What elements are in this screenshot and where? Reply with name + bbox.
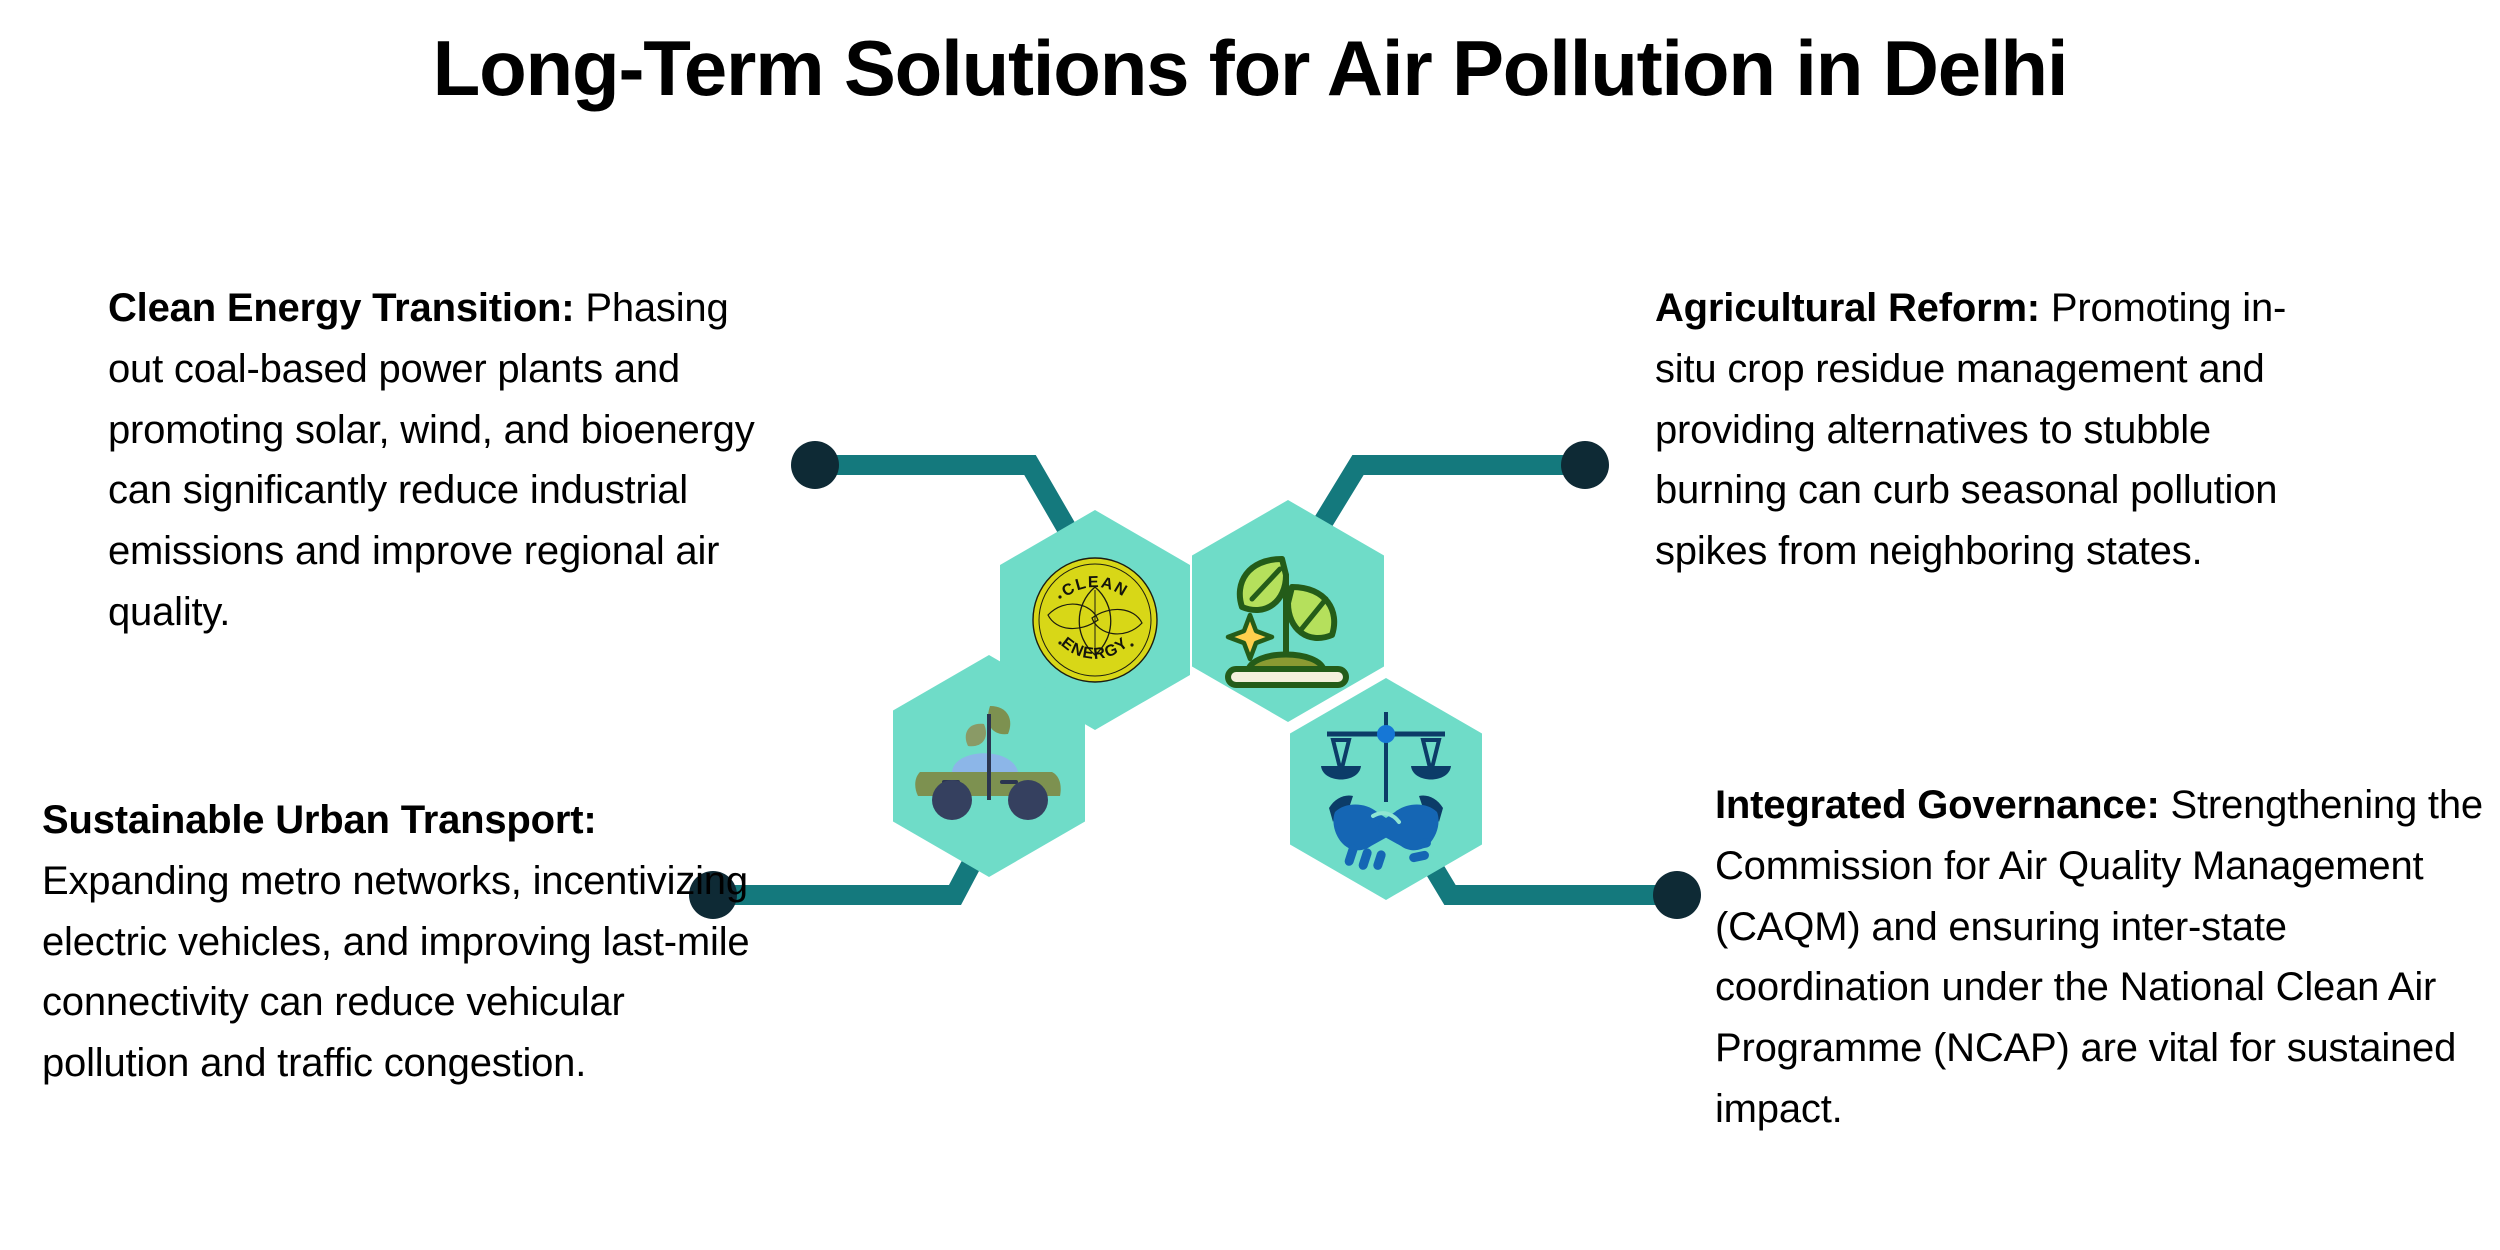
eco-car-icon	[915, 706, 1061, 820]
paragraph-clean-energy: Clean Energy Transition: Phasing out coa…	[108, 278, 788, 643]
text-block-clean-energy: Clean Energy Transition: Phasing out coa…	[108, 278, 788, 643]
body-clean-energy: Phasing out coal-based power plants and …	[108, 286, 755, 634]
paragraph-agricultural-reform: Agricultural Reform: Promoting in-situ c…	[1655, 278, 2335, 582]
clean-energy-badge-icon: CLEAN ENERGY	[1032, 557, 1158, 683]
body-agricultural-reform: Promoting in-situ crop residue managemen…	[1655, 286, 2287, 574]
sparkle-icon	[1225, 612, 1275, 662]
heading-clean-energy: Clean Energy Transition:	[108, 286, 575, 330]
text-block-sustainable-urban-transport: Sustainable Urban Transport: Expanding m…	[42, 790, 762, 1094]
page-title: Long-Term Solutions for Air Pollution in…	[432, 24, 2069, 112]
heading-agricultural-reform: Agricultural Reform:	[1655, 286, 2040, 330]
paragraph-integrated-governance: Integrated Governance: Strengthening the…	[1715, 775, 2485, 1140]
text-block-integrated-governance: Integrated Governance: Strengthening the…	[1715, 775, 2485, 1140]
scales-handshake-icon	[1321, 712, 1451, 870]
hexagon-integrated-governance	[1290, 678, 1482, 900]
connector-dot-clean-energy	[791, 441, 839, 489]
hexagon-sustainable-urban-transport	[893, 655, 1085, 877]
connector-dot-integrated-governance	[1653, 871, 1701, 919]
body-integrated-governance: Strengthening the Commission for Air Qua…	[1715, 783, 2483, 1131]
text-block-agricultural-reform: Agricultural Reform: Promoting in-situ c…	[1655, 278, 2335, 582]
seedling-sprout-icon	[1225, 556, 1349, 688]
connector-dot-agricultural-reform	[1561, 441, 1609, 489]
connector-dot-sustainable-urban-transport	[689, 871, 737, 919]
heading-integrated-governance: Integrated Governance:	[1715, 783, 2160, 827]
body-sustainable-urban-transport: Expanding metro networks, incentivizing …	[42, 858, 750, 1086]
hexagon-agricultural-reform	[1192, 500, 1384, 722]
heading-sustainable-urban-transport: Sustainable Urban Transport:	[42, 798, 597, 842]
paragraph-sustainable-urban-transport: Sustainable Urban Transport: Expanding m…	[42, 790, 762, 1094]
